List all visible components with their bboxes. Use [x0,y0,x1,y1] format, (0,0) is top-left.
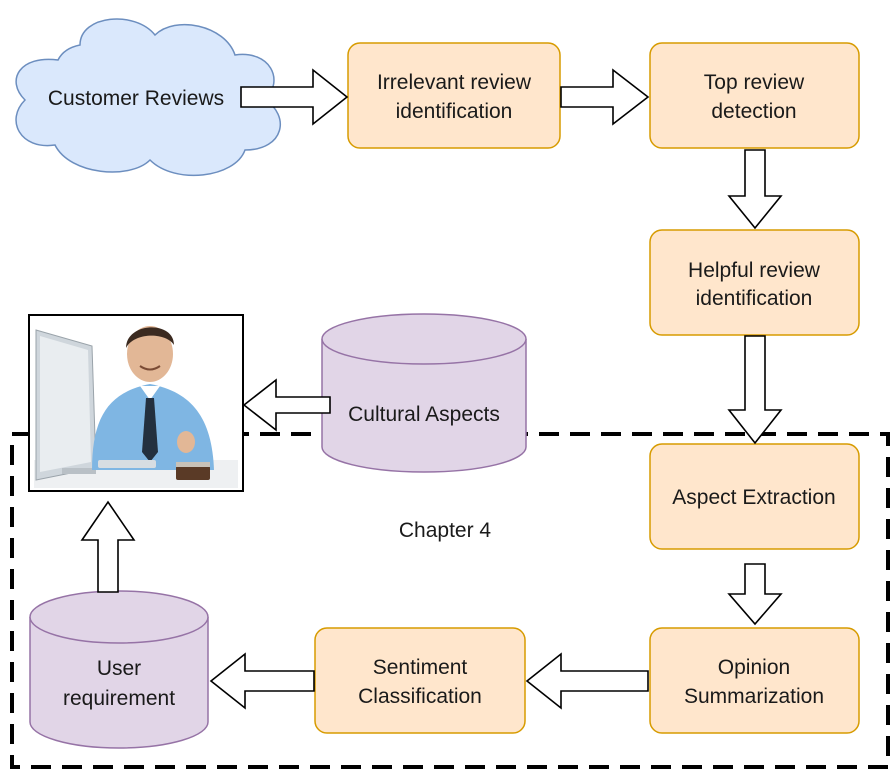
helpful-review-line1: Helpful review [688,259,821,282]
opinion-summarization-line2: Summarization [684,685,824,708]
aspect-extraction-label: Aspect Extraction [672,486,835,509]
top-review-line2: detection [711,100,796,123]
chapter-region-border [10,432,890,769]
sentiment-classification-line1: Sentiment [373,656,468,679]
arrow-helpful-to-aspect [727,335,783,445]
cultural-aspects-label: Cultural Aspects [348,403,500,426]
user-requirement-database: User requirement [29,590,209,749]
irrelevant-review-line1: Irrelevant review [377,71,532,94]
arrow-opinion-to-sentiment [525,652,649,710]
arrow-aspect-to-opinion [727,563,783,626]
irrelevant-review-identification-box: Irrelevant review identification [347,42,561,149]
sentiment-classification-box: Sentiment Classification [314,627,526,734]
arrow-top-to-helpful [727,149,783,230]
aspect-extraction-box: Aspect Extraction [649,443,860,550]
user-requirement-line1: User [97,657,141,680]
opinion-summarization-box: Opinion Summarization [649,627,860,734]
customer-reviews-cloud: Customer Reviews [15,18,281,177]
cultural-aspects-database: Cultural Aspects [321,313,527,473]
arrow-user-to-computer [80,500,136,593]
arrow-cultural-to-computer [242,378,331,432]
helpful-review-line2: identification [696,287,813,310]
helpful-review-identification-box: Helpful review identification [649,229,860,336]
arrow-sentiment-to-user [209,652,315,710]
person-at-computer-icon [28,314,244,492]
arrow-cloud-to-irrelevant [240,68,349,126]
top-review-detection-box: Top review detection [649,42,860,149]
sentiment-classification-line2: Classification [358,685,482,708]
opinion-summarization-line1: Opinion [718,656,790,679]
irrelevant-review-line2: identification [396,100,513,123]
arrow-irrelevant-to-top [560,68,650,126]
chapter-label: Chapter 4 [399,519,492,542]
customer-reviews-label: Customer Reviews [48,87,224,110]
user-requirement-line2: requirement [63,687,175,710]
top-review-line1: Top review [704,71,805,94]
